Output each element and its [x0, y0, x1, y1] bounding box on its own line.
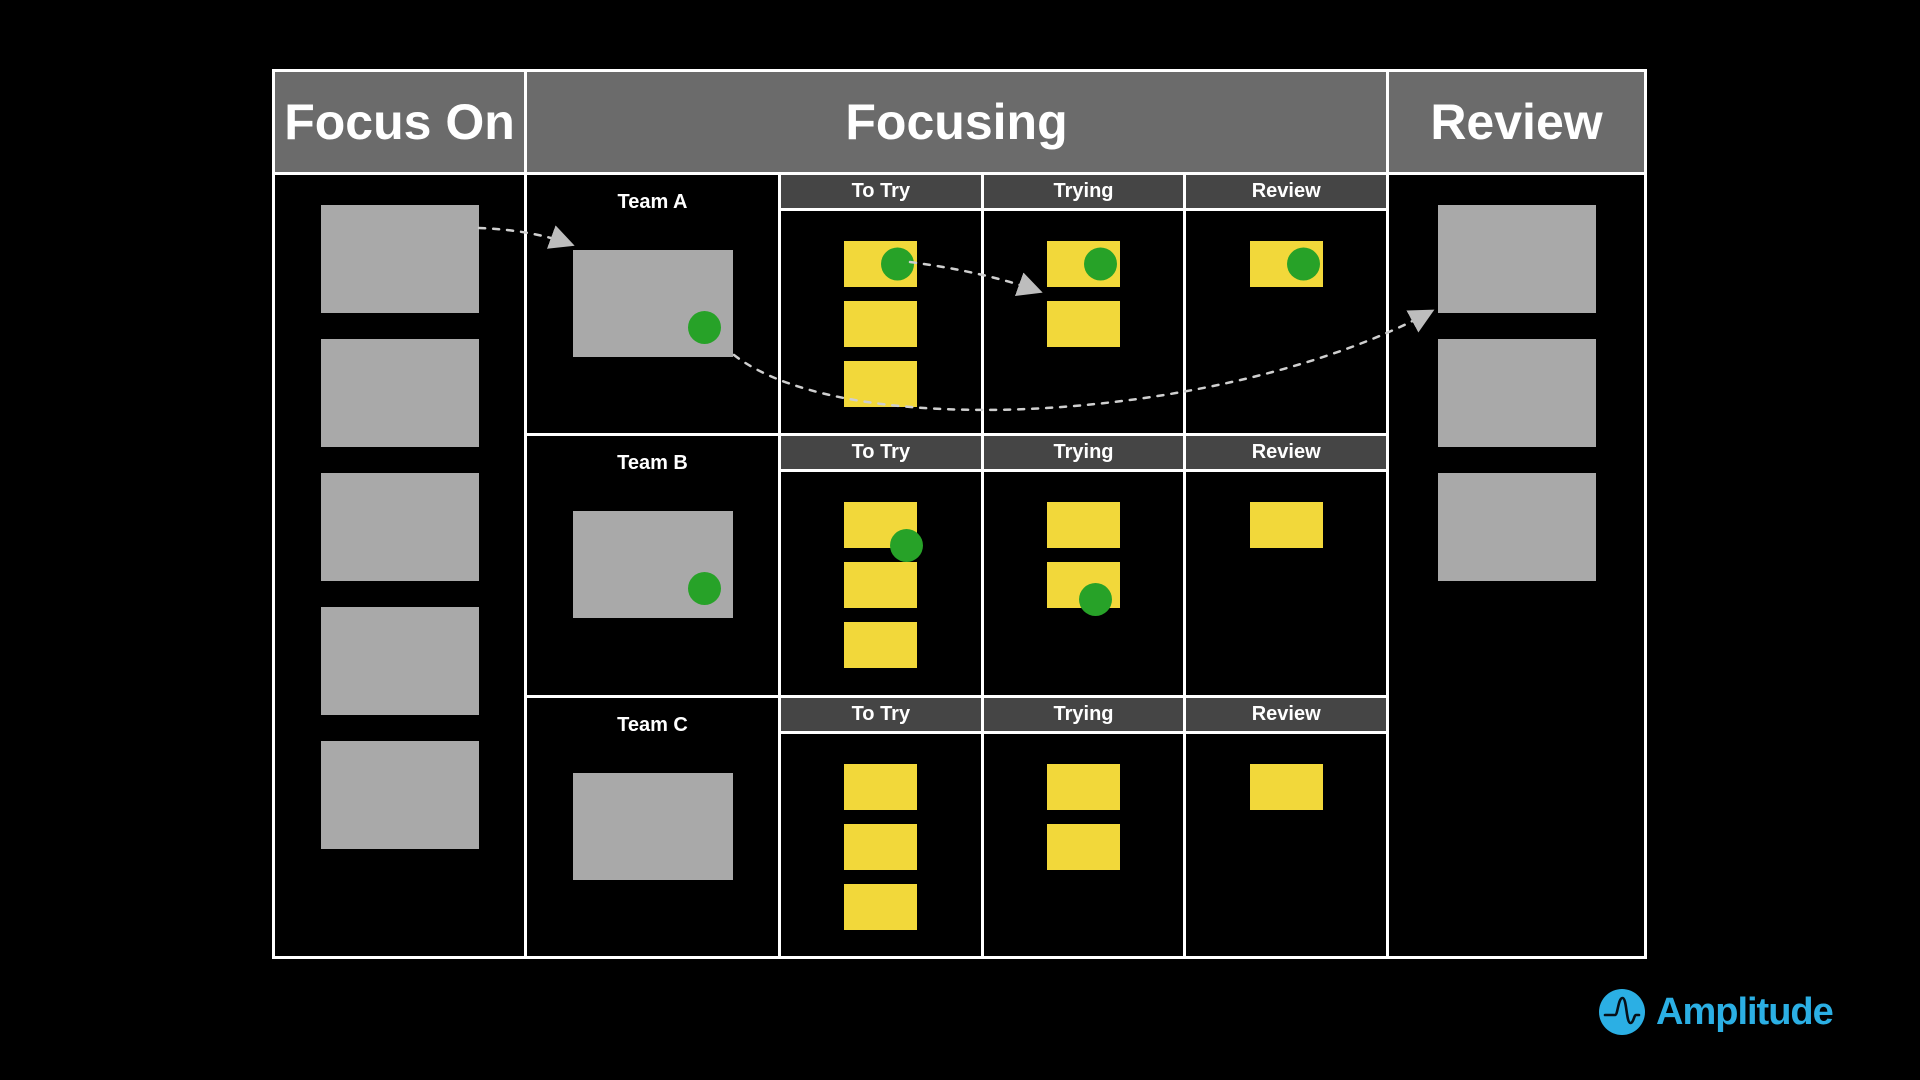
sticky-note [844, 301, 918, 347]
status-dot [687, 572, 721, 606]
team-card [572, 250, 733, 357]
subcolumn-to-try: To Try [781, 175, 984, 434]
focus-on-column [275, 175, 527, 956]
subcolumn-header: To Try [781, 697, 981, 734]
team-label: Team B [617, 452, 688, 475]
status-dot [1079, 583, 1112, 617]
header-focusing: Focusing [527, 72, 1389, 172]
subcolumn-header: Review [1186, 175, 1387, 211]
subcolumn-header: To Try [781, 175, 981, 211]
status-dot [1084, 247, 1117, 281]
subcolumn-header: Trying [983, 697, 1184, 734]
header-review: Review [1389, 72, 1644, 172]
notes-area [781, 472, 981, 669]
subcolumn-review: Review [1186, 697, 1387, 956]
team-cell: Team B [527, 436, 781, 695]
status-dot [890, 529, 924, 563]
subcolumn-trying: Trying [983, 436, 1187, 695]
sticky-note [1249, 241, 1323, 287]
subcolumn-review: Review [1186, 175, 1387, 433]
review-card [1437, 205, 1596, 313]
notes-area [781, 734, 981, 930]
subcolumn-header: Review [1186, 436, 1387, 473]
subcolumn-header: Trying [983, 436, 1184, 473]
amplitude-logo-text: Amplitude [1656, 990, 1834, 1033]
notes-area [1186, 734, 1386, 810]
sticky-note [844, 502, 924, 563]
team-cell: Team C [527, 697, 781, 956]
sticky-note [844, 823, 918, 870]
review-column-body [1389, 175, 1644, 956]
focus-card [320, 741, 479, 849]
team-cell: Team A [527, 175, 781, 434]
sticky-note [1249, 502, 1323, 549]
sticky-note [844, 361, 918, 407]
focus-card [320, 205, 479, 313]
team-label: Team A [617, 191, 688, 213]
status-dot [1286, 247, 1320, 281]
sticky-note [844, 241, 918, 287]
sticky-note [1047, 562, 1120, 617]
sticky-note [1047, 301, 1120, 347]
sticky-note [844, 763, 918, 810]
subcolumn-review: Review [1186, 436, 1387, 694]
notes-area [1186, 211, 1386, 287]
focus-card [320, 339, 479, 447]
focus-card [320, 607, 479, 715]
team-card [572, 511, 733, 619]
notes-area [1186, 472, 1386, 549]
header-focus-on: Focus On [275, 72, 527, 172]
subcolumn-trying: Trying [983, 697, 1187, 956]
sticky-note [1047, 241, 1120, 287]
notes-area [984, 734, 1184, 870]
sticky-note [844, 562, 918, 609]
sticky-note [1047, 763, 1120, 810]
focus-card [320, 473, 479, 581]
sticky-note [1249, 763, 1323, 810]
team-label: Team C [617, 713, 688, 736]
subcolumn-to-try: To Try [781, 697, 984, 956]
subcolumn-to-try: To Try [781, 436, 984, 695]
notes-area [984, 472, 1184, 617]
subcolumn-trying: Trying [983, 175, 1187, 434]
subcolumn-header: To Try [781, 436, 981, 473]
notes-area [984, 211, 1184, 347]
subcolumn-header: Trying [983, 175, 1184, 211]
sticky-note [1047, 502, 1120, 549]
status-dot [881, 247, 915, 281]
board-header-row: Focus On Focusing Review [275, 72, 1644, 175]
sticky-note [1047, 823, 1120, 870]
sticky-note [844, 883, 918, 930]
notes-area [781, 211, 981, 407]
review-card [1437, 339, 1596, 447]
amplitude-logo-icon [1599, 989, 1645, 1035]
review-card [1437, 473, 1596, 581]
status-dot [687, 311, 721, 344]
team-card [572, 772, 733, 880]
sticky-note [844, 622, 918, 669]
amplitude-logo: Amplitude [1598, 988, 1834, 1036]
subcolumn-header: Review [1186, 697, 1387, 734]
